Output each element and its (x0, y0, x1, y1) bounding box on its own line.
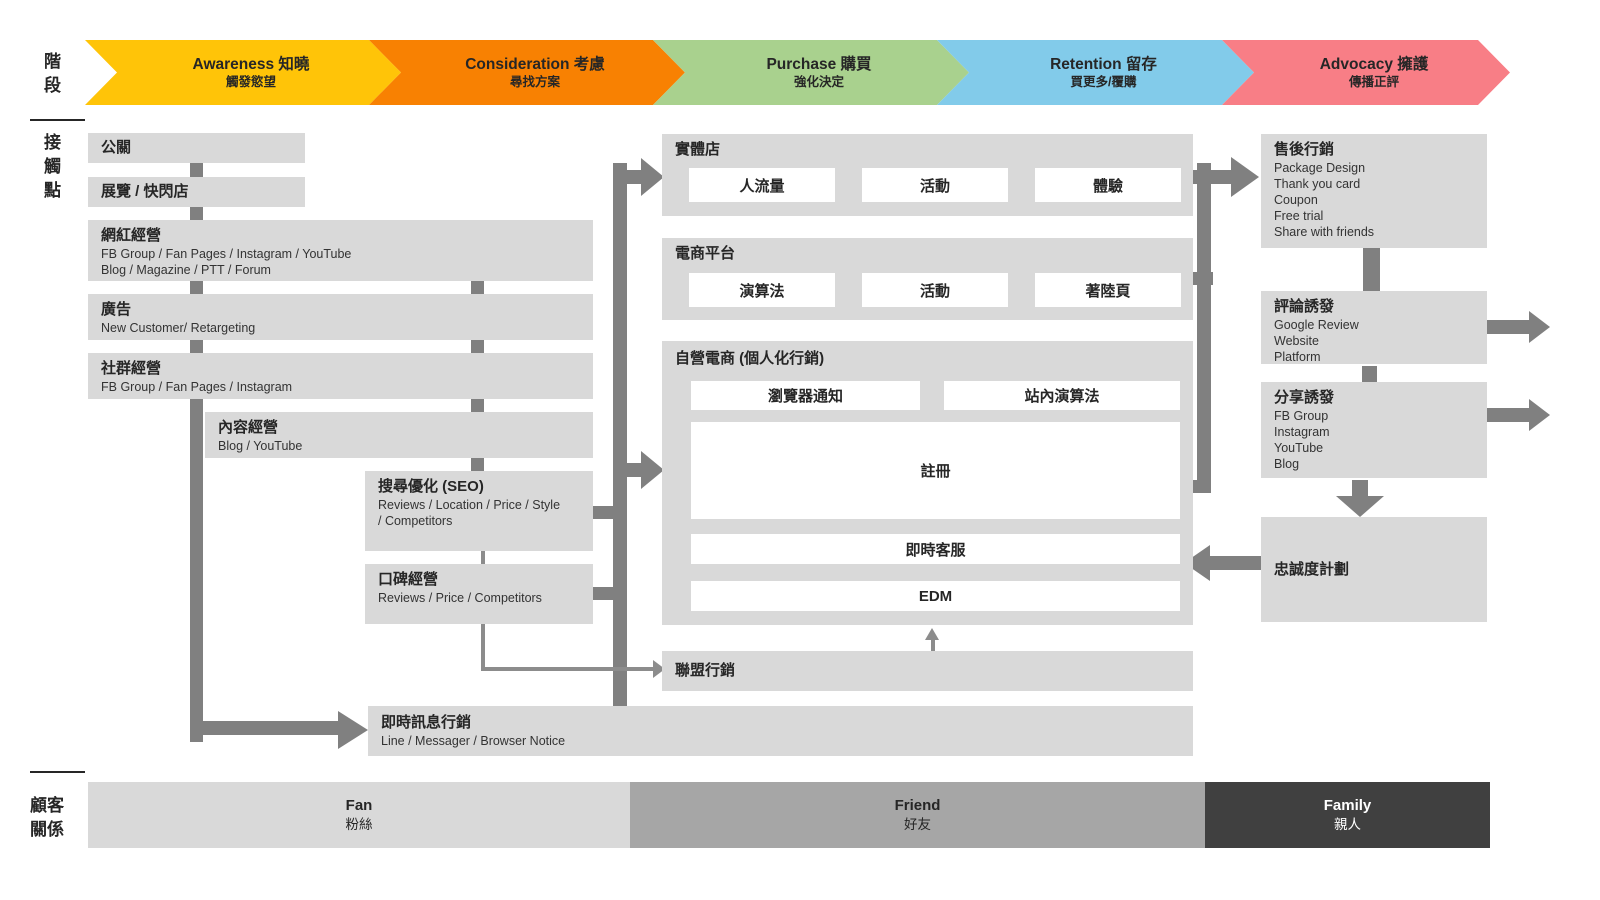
tick-ecplatform-rightline (1193, 272, 1213, 285)
ec-item-landing-page: 著陸頁 (1035, 273, 1181, 307)
arrowhead-share-out (1529, 399, 1550, 431)
touchpoint-instant-message: 即時訊息行銷 Line / Messager / Browser Notice (368, 706, 1193, 756)
arrowhead-to-affiliate (653, 660, 665, 678)
arrow-share-out-shaft (1487, 408, 1529, 422)
arrow-loyalty-livechat-shaft (1210, 556, 1261, 570)
connector-aftersale-review (1363, 248, 1380, 291)
touchpoint-exhibition: 展覽 / 快閃店 (88, 177, 305, 207)
touchpoint-ec-platform: 電商平台 演算法 活動 著陸頁 (662, 238, 1193, 320)
touchpoint-review-trigger: 評論誘發 Google Review Website Platform (1261, 291, 1487, 364)
touchpoint-share-trigger: 分享誘發 FB Group Instagram YouTube Blog (1261, 382, 1487, 478)
arrow-review-out-shaft (1487, 320, 1529, 334)
thin-connector-seo-womm (481, 551, 485, 564)
phase-advocacy: Advocacy 擁護 傳播正評 (1222, 40, 1510, 105)
touchpoint-content: 內容經營 Blog / YouTube (205, 412, 593, 458)
touchpoint-aftersale: 售後行銷 Package Design Thank you card Coupo… (1261, 134, 1487, 248)
relationship-band-fan: Fan 粉絲 (88, 782, 630, 848)
arrowhead-to-store (641, 158, 664, 196)
phase-retention: Retention 留存 買更多/覆購 (937, 40, 1254, 105)
tick-seo-midline (593, 506, 613, 519)
touchpoint-physical-store: 實體店 人流量 活動 體驗 (662, 134, 1193, 216)
arrowhead-to-aftersale (1231, 157, 1259, 197)
tick-womm-midline (593, 587, 613, 600)
connector-content-seo (471, 458, 484, 471)
touchpoint-ads: 廣告 New Customer/ Retargeting (88, 294, 593, 340)
arrowhead-to-im (338, 711, 368, 749)
touchpoint-womm: 口碑經營 Reviews / Price / Competitors (365, 564, 593, 624)
connector-influencer-ads-left (190, 281, 203, 294)
arrowhead-affiliate-edm (925, 628, 939, 640)
touchpoint-social: 社群經營 FB Group / Fan Pages / Instagram (88, 353, 593, 399)
touchpoint-loyalty: 忠誠度計劃 (1261, 517, 1487, 622)
tick-ownec-rightline (1193, 480, 1211, 493)
store-item-events: 活動 (862, 168, 1008, 202)
connector-review-share (1362, 366, 1377, 382)
arrow-share-loyalty-shaft (1352, 480, 1368, 497)
divider-bottom (30, 771, 85, 773)
connector-pr-exhibition (190, 163, 203, 177)
arrowhead-review-out (1529, 311, 1550, 343)
store-item-traffic: 人流量 (689, 168, 835, 202)
line-to-aftersale (1193, 170, 1231, 184)
divider-top (30, 119, 85, 121)
connector-ads-social-right (471, 340, 484, 353)
line-mid-vertical (613, 163, 627, 706)
row-label-touchpoints: 接觸點 (44, 133, 61, 200)
ownec-live-chat: 即時客服 (691, 534, 1180, 564)
connector-social-content (471, 399, 484, 412)
relationship-band-friend: Friend 好友 (630, 782, 1205, 848)
ownec-signup: 註冊 (691, 422, 1180, 519)
ec-item-algorithm: 演算法 (689, 273, 835, 307)
touchpoint-pr: 公關 (88, 133, 305, 163)
thin-line-to-affiliate (481, 667, 653, 671)
ownec-browser-notice: 瀏覽器通知 (691, 381, 920, 410)
store-item-experience: 體驗 (1035, 168, 1181, 202)
line-to-store (627, 170, 641, 184)
arrowhead-to-signup (641, 451, 664, 489)
line-left-vertical (190, 399, 203, 742)
row-label-relationship: 顧客關係 (30, 796, 64, 839)
line-to-signup (627, 463, 641, 477)
phase-awareness: Awareness 知曉 觸發慾望 (85, 40, 401, 105)
line-right-vertical (1197, 163, 1211, 493)
ownec-onsite-algorithm: 站內演算法 (944, 381, 1180, 410)
phase-purchase: Purchase 購買 強化決定 (653, 40, 969, 105)
ownec-edm: EDM (691, 581, 1180, 611)
connector-influencer-ads-right (471, 281, 484, 294)
phase-consideration: Consideration 考慮 尋找方案 (369, 40, 685, 105)
relationship-band-family: Family 親人 (1205, 782, 1490, 848)
line-to-im (190, 721, 338, 735)
thin-line-womm-down (481, 624, 485, 671)
row-label-stage: 階段 (44, 52, 61, 95)
connector-ads-social-left (190, 340, 203, 353)
thin-line-affiliate-edm (931, 639, 935, 652)
arrowhead-share-loyalty (1336, 496, 1384, 517)
ec-item-events: 活動 (862, 273, 1008, 307)
arrowhead-loyalty-livechat (1184, 545, 1210, 581)
touchpoint-seo: 搜尋優化 (SEO) Reviews / Location / Price / … (365, 471, 593, 551)
touchpoint-own-ec: 自營電商 (個人化行銷) 瀏覽器通知 站內演算法 註冊 即時客服 EDM (662, 341, 1193, 625)
connector-exhibition-influencer (190, 207, 203, 220)
touchpoint-affiliate: 聯盟行銷 (662, 651, 1193, 691)
touchpoint-influencer: 網紅經營 FB Group / Fan Pages / Instagram / … (88, 220, 593, 281)
